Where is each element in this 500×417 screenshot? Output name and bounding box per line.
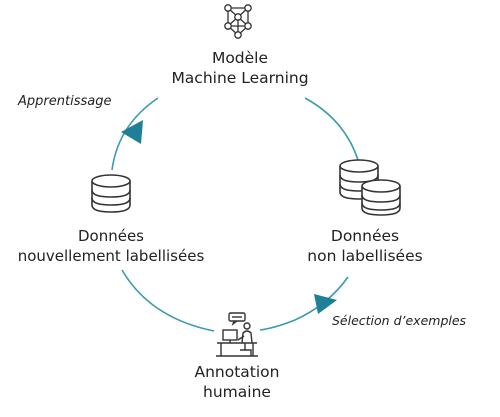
database-stack-icon (339, 159, 401, 216)
arrow-learning-icon (121, 120, 143, 144)
annotation-line-1: Annotation (194, 363, 280, 381)
node-newly-labeled-label: Données nouvellement labellisées (2, 226, 220, 266)
edge-selection-label: Sélection d’exemples (332, 313, 467, 328)
annotation-line-2: humaine (203, 383, 271, 401)
node-model-label: Modèle Machine Learning (130, 48, 350, 88)
node-annotation-label: Annotation humaine (172, 362, 302, 402)
model-line-1: Modèle (211, 49, 269, 67)
unlabeled-line-1: Données (330, 227, 400, 245)
database-icon (91, 174, 131, 213)
arc-annotation-to-newly-labeled (121, 269, 215, 332)
newly-labeled-line-1: Données (77, 227, 144, 245)
unlabeled-line-2: non labellisées (307, 247, 423, 265)
neural-network-icon (224, 4, 252, 39)
arrow-selection-icon (314, 294, 337, 314)
newly-labeled-line-2: nouvellement labellisées (17, 247, 205, 265)
human-annotator-icon (216, 312, 258, 357)
arc-model-to-unlabeled (304, 97, 359, 161)
edge-learning-label: Apprentissage (18, 94, 112, 109)
model-line-2: Machine Learning (171, 69, 309, 87)
arc-unlabeled-to-annotation (259, 276, 349, 331)
node-unlabeled-label: Données non labellisées (290, 226, 440, 266)
